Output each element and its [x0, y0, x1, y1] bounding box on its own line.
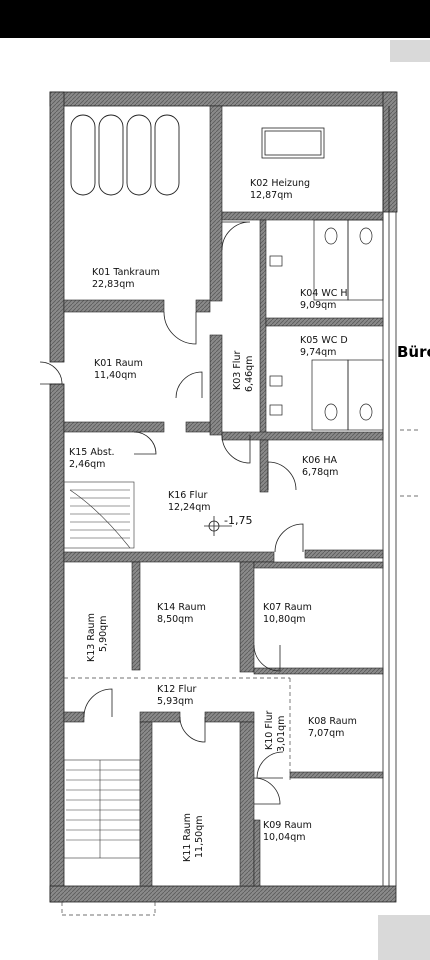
room-k09-name: K09 Raum: [263, 820, 312, 831]
room-k16-area: 12,24qm: [168, 502, 210, 513]
wc-fixtures: [269, 219, 384, 431]
room-k03-name: K03 Flur: [232, 351, 243, 390]
corner-gray-block-bottom: [378, 915, 430, 960]
room-k01-raum-name: K01 Raum: [94, 358, 143, 369]
room-k10-area: 3,01qm: [276, 716, 287, 752]
room-k01-tank-name: K01 Tankraum: [92, 267, 160, 278]
room-k16-name: K16 Flur: [168, 490, 207, 501]
room-k13-area: 5,90qm: [98, 616, 109, 652]
room-k02-name: K02 Heizung: [250, 178, 310, 189]
doors: [39, 221, 304, 805]
room-k06-name: K06 HA: [302, 455, 337, 466]
room-k11-name: K11 Raum: [182, 813, 193, 862]
top-black-bar: [0, 0, 430, 38]
room-labels: K01 Tankraum 22,83qm K02 Heizung 12,87qm…: [69, 178, 357, 862]
room-k02-area: 12,87qm: [250, 190, 292, 201]
room-k09-area: 10,04qm: [263, 832, 305, 843]
room-k11-area: 11,50qm: [194, 816, 205, 858]
stairs-lower: [63, 759, 141, 859]
room-k14-name: K14 Raum: [157, 602, 206, 613]
room-k10-name: K10 Flur: [264, 711, 275, 750]
room-k07-name: K07 Raum: [263, 602, 312, 613]
room-k12-area: 5,93qm: [157, 696, 193, 707]
room-k04-name: K04 WC H: [300, 288, 348, 299]
stairs-upper: [63, 481, 135, 549]
room-k08-name: K08 Raum: [308, 716, 357, 727]
room-k04-area: 9,09qm: [300, 300, 336, 311]
room-k15-name: K15 Abst.: [69, 447, 115, 458]
room-k08-area: 7,07qm: [308, 728, 344, 739]
room-k13-name: K13 Raum: [86, 613, 97, 662]
room-k01-raum-area: 11,40qm: [94, 370, 136, 381]
heater: [261, 127, 325, 159]
side-cut-text: Bürc: [397, 343, 430, 361]
outer-walls: [49, 91, 398, 903]
room-k07-area: 10,80qm: [263, 614, 305, 625]
room-k05-area: 9,74qm: [300, 347, 336, 358]
tanks: [70, 114, 180, 196]
room-k06-area: 6,78qm: [302, 467, 338, 478]
room-k03-area: 6,46qm: [244, 356, 255, 392]
right-window-strip: [382, 106, 397, 886]
room-k14-area: 8,50qm: [157, 614, 193, 625]
dashed-lines: [61, 429, 420, 916]
room-k12-name: K12 Flur: [157, 684, 196, 695]
interior-walls: [63, 105, 384, 887]
room-k15-area: 2,46qm: [69, 459, 105, 470]
room-k05-name: K05 WC D: [300, 335, 348, 346]
room-k01-tank-area: 22,83qm: [92, 279, 134, 290]
elevation-label: -1,75: [224, 514, 252, 527]
corner-gray-block-top: [390, 40, 430, 62]
elevation-marker: [204, 516, 232, 536]
